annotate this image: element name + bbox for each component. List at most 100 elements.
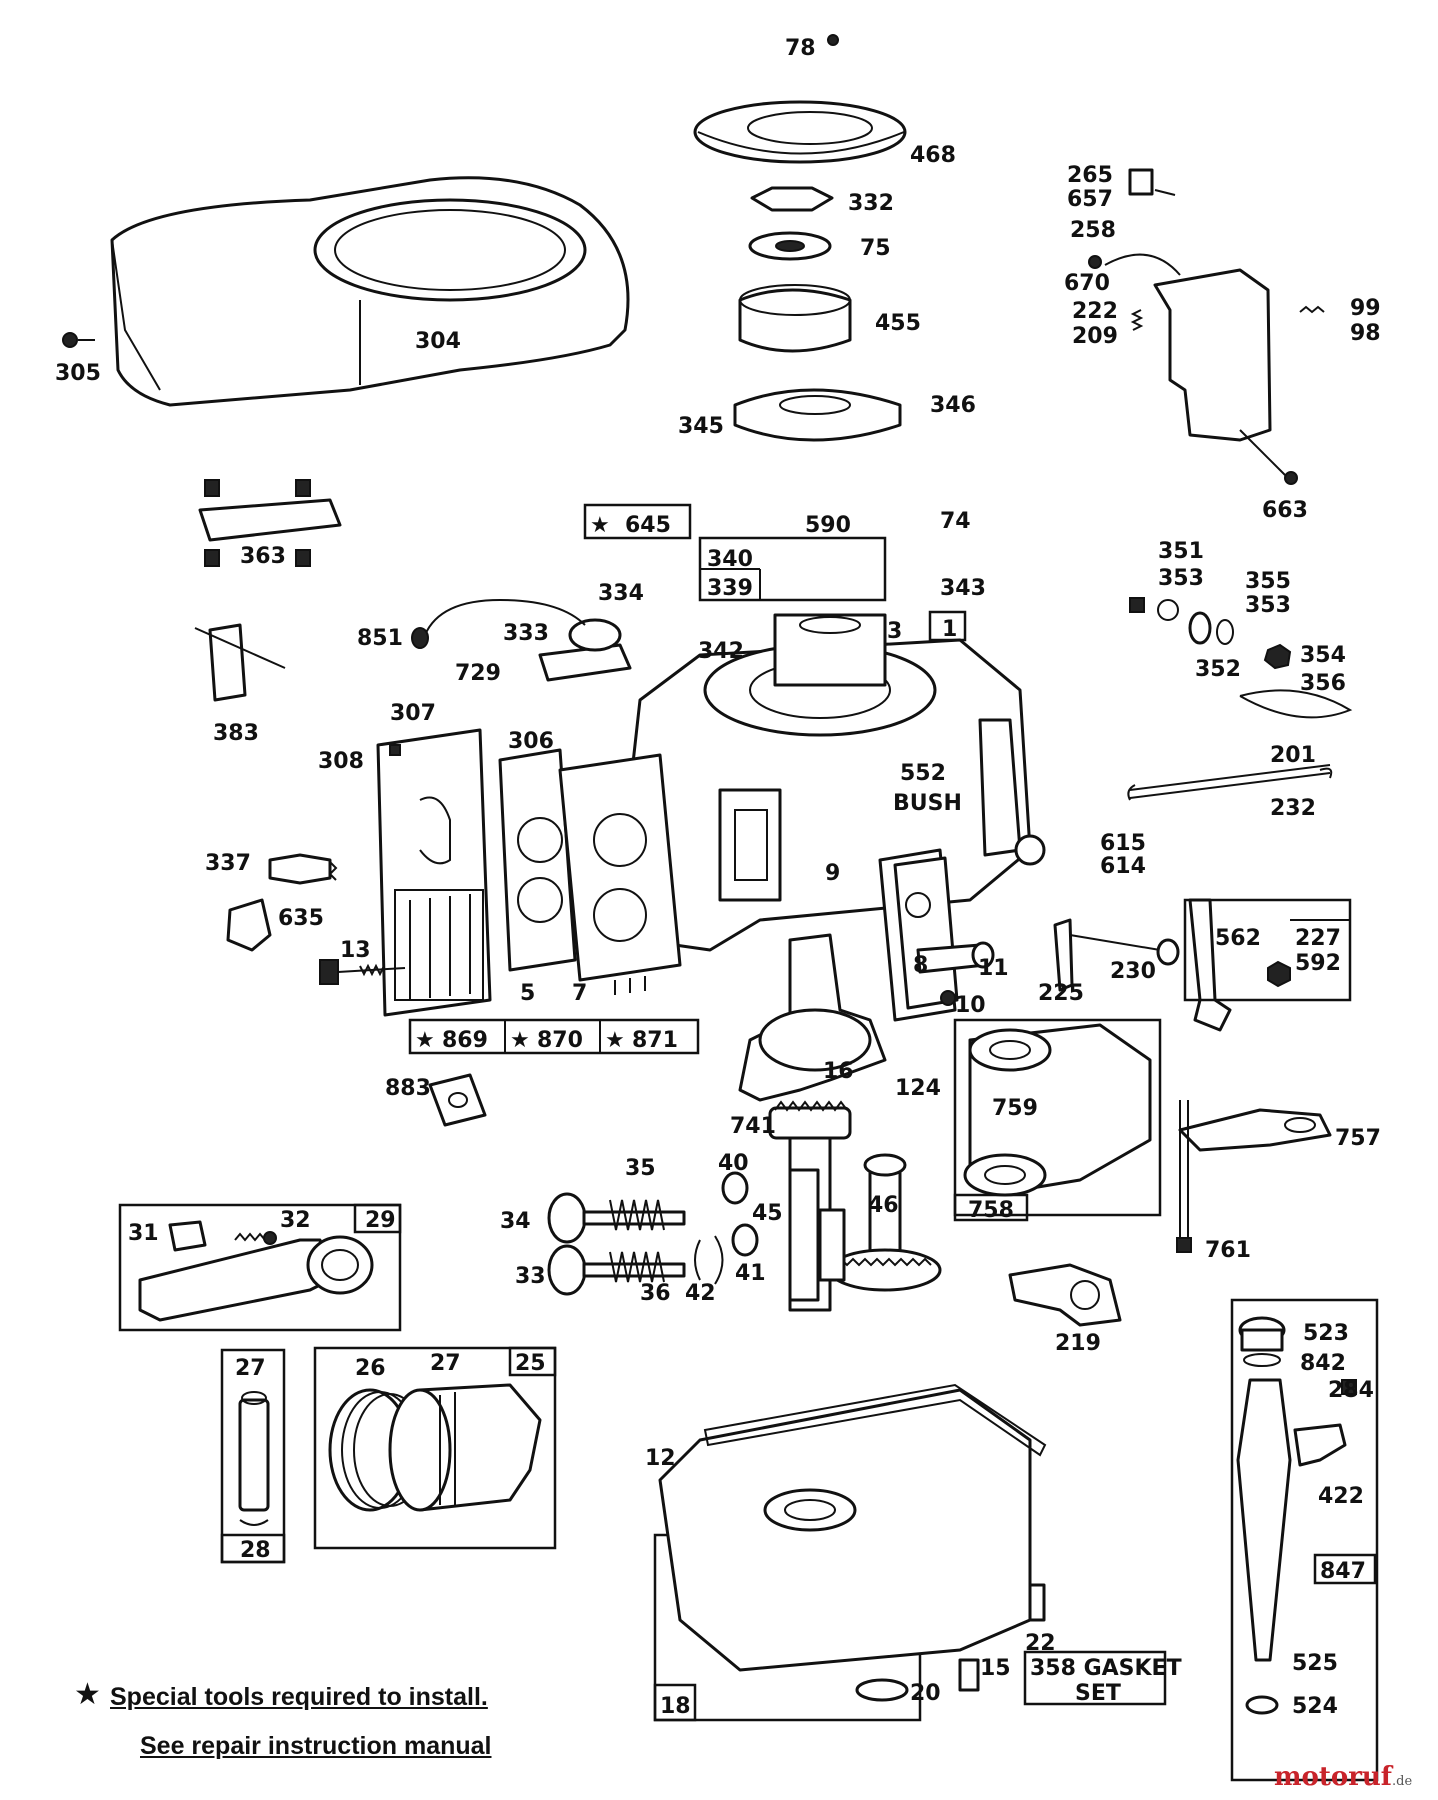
label-304: 304 xyxy=(415,329,461,354)
control-bracket-222 xyxy=(1153,268,1272,442)
label-bush: BUSH xyxy=(893,791,962,816)
label-337: 337 xyxy=(205,851,251,876)
label-16: 16 xyxy=(823,1059,854,1084)
label-41: 41 xyxy=(735,1261,766,1286)
tool-383 xyxy=(194,623,286,702)
dipstick-tube-525 xyxy=(1236,1378,1292,1662)
label-871: 871 xyxy=(632,1028,678,1053)
governor-bracket-219 xyxy=(1008,1263,1122,1327)
bracket-422 xyxy=(1293,1423,1347,1467)
label-34: 34 xyxy=(500,1209,531,1234)
label-729: 729 xyxy=(455,661,501,686)
label-422: 422 xyxy=(1318,1484,1364,1509)
label-42: 42 xyxy=(685,1281,716,1306)
governor-small-parts xyxy=(1127,597,1353,801)
governor-lever-225 xyxy=(1053,918,1074,992)
blower-housing xyxy=(62,176,630,407)
bracket-363 xyxy=(198,479,342,567)
label-9: 9 xyxy=(825,861,840,886)
label-552: 552 xyxy=(900,761,946,786)
label-31: 31 xyxy=(128,1221,159,1246)
bearing-housing-box xyxy=(953,1018,1162,1222)
piston-box xyxy=(313,1346,557,1550)
label-758: 758 xyxy=(968,1198,1014,1223)
label-25: 25 xyxy=(515,1351,546,1376)
drain-plug-22 xyxy=(1028,1583,1046,1622)
label-334: 334 xyxy=(598,581,644,606)
crankcase-cover-12 xyxy=(658,1388,1032,1672)
label-227: 227 xyxy=(1295,926,1341,951)
callout-box-1 xyxy=(928,610,967,642)
label-98: 98 xyxy=(1350,321,1381,346)
label-308: 308 xyxy=(318,749,364,774)
label-455: 455 xyxy=(875,311,921,336)
label-355: 355 xyxy=(1245,569,1291,594)
label-15: 15 xyxy=(980,1656,1011,1681)
label-759: 759 xyxy=(992,1096,1038,1121)
star-870: ★ xyxy=(510,1028,530,1053)
cylinder-head-308 xyxy=(376,728,492,1017)
label-333: 333 xyxy=(503,621,549,646)
starter-clutch-455 xyxy=(738,288,852,353)
spark-plug-boot-635 xyxy=(226,898,272,952)
label-657: 657 xyxy=(1067,187,1113,212)
label-209: 209 xyxy=(1072,324,1118,349)
label-22: 22 xyxy=(1025,1631,1056,1656)
cylinder-head-group xyxy=(376,728,682,1017)
watermark-brand: motoruf xyxy=(1274,1762,1392,1792)
label-32: 32 xyxy=(280,1208,311,1233)
camshaft-46 xyxy=(828,1153,942,1292)
label-18: 18 xyxy=(660,1694,691,1719)
piston-pin-28 xyxy=(238,1398,270,1512)
label-342: 342 xyxy=(698,639,744,664)
nut-332 xyxy=(750,186,834,212)
label-7: 7 xyxy=(572,981,587,1006)
label-258: 258 xyxy=(1070,218,1116,243)
label-29: 29 xyxy=(365,1208,396,1233)
dipstick-group xyxy=(1230,1298,1379,1782)
valve-33 xyxy=(547,1223,759,1296)
label-645: 645 xyxy=(625,513,671,538)
label-339: 339 xyxy=(707,576,753,601)
link-761 xyxy=(1176,1100,1192,1253)
label-36: 36 xyxy=(640,1281,671,1306)
watermark-suffix: .de xyxy=(1392,1774,1413,1789)
valve-34 xyxy=(547,1171,749,1244)
label-869: 869 xyxy=(442,1028,488,1053)
governor-shaft-group xyxy=(1053,898,1291,1032)
oil-seal-20 xyxy=(855,1678,909,1702)
label-590: 590 xyxy=(805,513,851,538)
label-11: 11 xyxy=(978,956,1009,981)
seal-524 xyxy=(1245,1695,1279,1715)
connecting-rod-31 xyxy=(138,1238,332,1322)
label-225: 225 xyxy=(1038,981,1084,1006)
plug-15 xyxy=(958,1658,980,1692)
label-284: 284 xyxy=(1328,1378,1374,1403)
label-851: 851 xyxy=(357,626,403,651)
label-614: 614 xyxy=(1100,854,1146,879)
label-75: 75 xyxy=(860,236,891,261)
label-219: 219 xyxy=(1055,1331,1101,1356)
ignition-group xyxy=(411,598,632,682)
counterweight-757 xyxy=(1178,1108,1332,1152)
label-524: 524 xyxy=(1292,1694,1338,1719)
label-352: 352 xyxy=(1195,657,1241,682)
part-number-labels: 78 468 332 75 455 345 346 304 305 265 65… xyxy=(55,36,1381,1719)
label-592: 592 xyxy=(1295,951,1341,976)
head-bolt-13 xyxy=(319,959,406,985)
callout-box-star-tools xyxy=(408,1018,700,1055)
label-230: 230 xyxy=(1110,959,1156,984)
star-645: ★ xyxy=(590,513,610,538)
spark-plug-337 xyxy=(268,853,338,885)
label-345: 345 xyxy=(678,414,724,439)
breather-group xyxy=(878,848,995,1022)
label-525: 525 xyxy=(1292,1651,1338,1676)
label-set: SET xyxy=(1075,1681,1121,1706)
footnote-line-1: Special tools required to install. xyxy=(110,1683,488,1711)
label-883: 883 xyxy=(385,1076,431,1101)
label-358-gasket: 358 GASKET xyxy=(1030,1656,1182,1681)
label-99: 99 xyxy=(1350,296,1381,321)
label-232: 232 xyxy=(1270,796,1316,821)
label-663: 663 xyxy=(1262,498,1308,523)
governor-lever-562 xyxy=(1188,898,1232,1032)
